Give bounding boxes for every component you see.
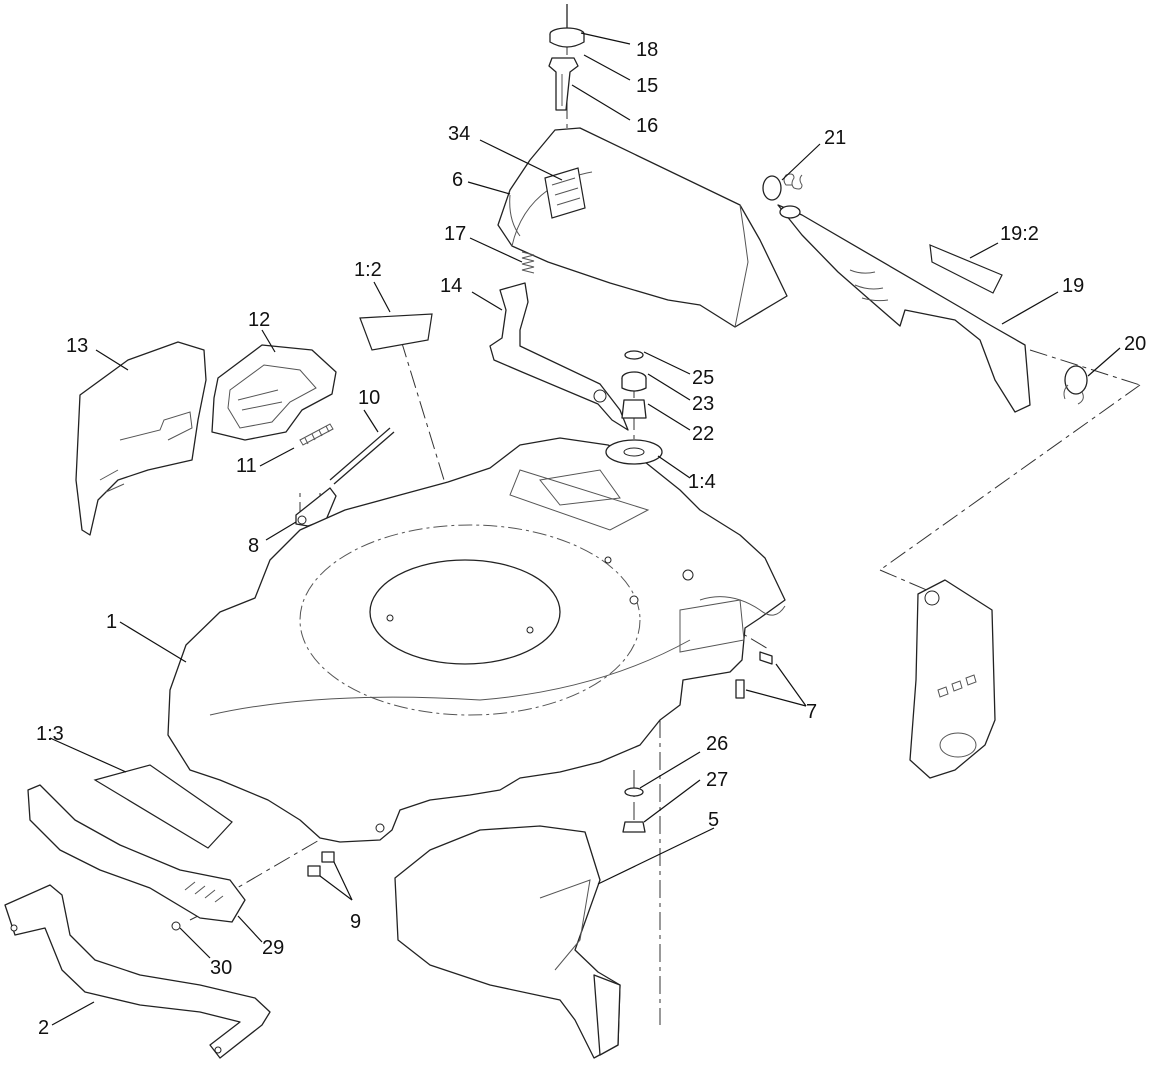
callout-8: 8 <box>248 535 259 557</box>
callout-10: 10 <box>358 387 380 409</box>
callout-16: 16 <box>636 115 658 137</box>
callout-1: 1 <box>106 611 117 633</box>
height-knob-assembly <box>548 4 585 111</box>
callout-5: 5 <box>708 809 719 831</box>
callout-1-4: 1:4 <box>688 471 716 493</box>
callout-9: 9 <box>350 911 361 933</box>
callout-labels: 18 15 16 34 6 17 14 21 19:2 19 20 1:2 12… <box>36 39 1146 1039</box>
rear-housing <box>497 127 788 328</box>
callout-15: 15 <box>636 75 658 97</box>
rod-spring-bracket <box>295 423 395 527</box>
decal-1-2 <box>359 313 433 351</box>
callout-27: 27 <box>706 769 728 791</box>
discharge-tunnel <box>394 825 621 1059</box>
callout-14: 14 <box>440 275 462 297</box>
nuts-9 <box>307 851 335 877</box>
callout-12: 12 <box>248 309 270 331</box>
front-bar <box>4 884 271 1059</box>
decal-19-2 <box>929 244 1003 294</box>
callout-22: 22 <box>692 423 714 445</box>
callout-29: 29 <box>262 937 284 959</box>
callout-17: 17 <box>444 223 466 245</box>
decal-34 <box>544 167 586 219</box>
discharge-chute <box>211 344 337 441</box>
callout-2: 2 <box>38 1017 49 1039</box>
callout-19: 19 <box>1062 275 1084 297</box>
callout-21: 21 <box>824 127 846 149</box>
decal-1-3 <box>93 764 233 849</box>
callout-30: 30 <box>210 957 232 979</box>
callout-20: 20 <box>1124 333 1146 355</box>
callout-25: 25 <box>692 367 714 389</box>
bolts-7 <box>735 651 773 699</box>
callout-6: 6 <box>452 169 463 191</box>
height-indicator-stack <box>605 350 663 465</box>
handle-bracket-assembly <box>762 173 1088 413</box>
callout-23: 23 <box>692 393 714 415</box>
callout-13: 13 <box>66 335 88 357</box>
side-plate <box>909 579 996 779</box>
callout-26: 26 <box>706 733 728 755</box>
front-cover <box>27 784 246 931</box>
leader-lines <box>49 32 1121 1026</box>
callout-11: 11 <box>236 455 257 477</box>
height-lever <box>489 251 629 431</box>
callout-34: 34 <box>448 123 470 145</box>
chute-cover <box>75 341 207 536</box>
callout-19-2: 19:2 <box>1000 223 1039 245</box>
callout-7: 7 <box>806 701 817 723</box>
mower-deck <box>167 437 786 843</box>
callout-18: 18 <box>636 39 658 61</box>
washer-nut <box>622 787 646 833</box>
callout-1-3: 1:3 <box>36 723 64 745</box>
callout-1-2: 1:2 <box>354 259 382 281</box>
